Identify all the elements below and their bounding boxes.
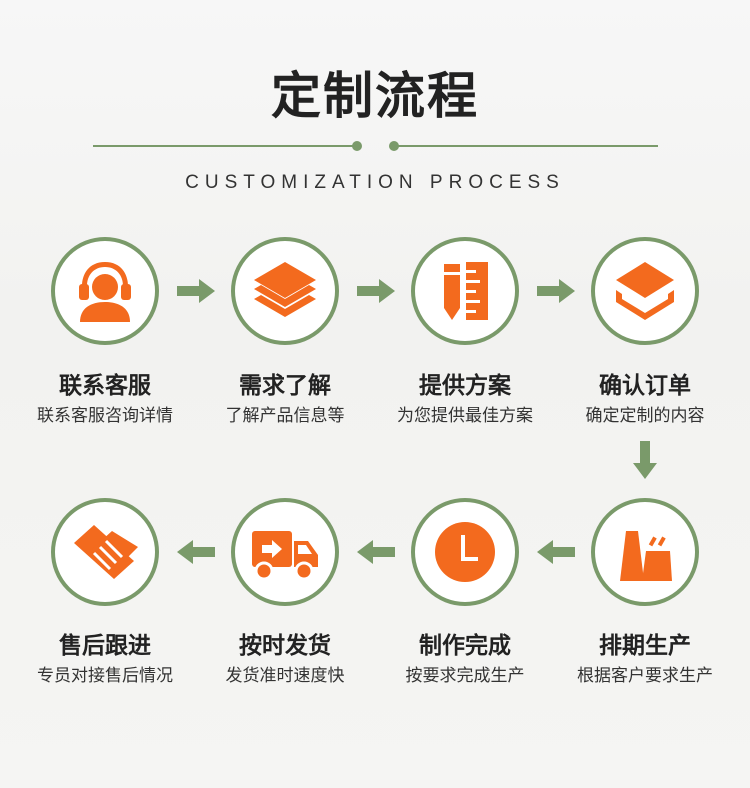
divider-line-left [93,145,358,147]
step-7-label: 按时发货 [239,633,331,659]
step-6-label: 制作完成 [419,633,511,659]
step-5-label: 排期生产 [599,633,691,659]
step-4-circle [591,237,699,345]
step-8-desc: 专员对接售后情况 [37,666,173,686]
page-title: 定制流程 [271,67,479,125]
step-3-circle [411,237,519,345]
arrow-right-icon [177,279,215,303]
step-2-circle [231,237,339,345]
layers-icon [254,262,316,317]
step-3-label: 提供方案 [419,373,511,399]
step-3-desc: 为您提供最佳方案 [397,406,533,426]
step-4-label: 确认订单 [599,373,691,399]
layers-box-icon [616,262,674,320]
divider-dot-left [352,141,362,151]
step-8-label: 售后跟进 [59,633,151,659]
arrow-left-icon [537,540,575,564]
step-1-desc: 联系客服咨询详情 [37,406,173,426]
step-6-circle [411,498,519,606]
step-7-circle [231,498,339,606]
arrow-right-icon [357,279,395,303]
step-5-desc: 根据客户要求生产 [577,666,713,686]
step-1-circle [51,237,159,345]
step-8-circle [51,498,159,606]
pencil-ruler-icon [444,262,488,320]
step-6-desc: 按要求完成生产 [405,666,525,686]
step-5-circle [591,498,699,606]
step-7-desc: 发货准时速度快 [225,666,345,686]
arrow-left-icon [357,540,395,564]
step-1-label: 联系客服 [59,373,151,399]
arrow-right-icon [537,279,575,303]
arrow-down-icon [633,441,657,479]
arrow-left-icon [177,540,215,564]
step-4-desc: 确定定制的内容 [585,406,705,426]
divider-line-right [393,145,658,147]
headset-person-icon [79,262,131,322]
step-2-desc: 了解产品信息等 [225,406,345,426]
handshake-icon [74,525,138,579]
delivery-truck-icon [252,531,318,581]
step-2-label: 需求了解 [239,373,331,399]
factory-icon [620,531,672,581]
page-subtitle: CUSTOMIZATION PROCESS [185,172,565,193]
clock-icon [435,522,495,582]
